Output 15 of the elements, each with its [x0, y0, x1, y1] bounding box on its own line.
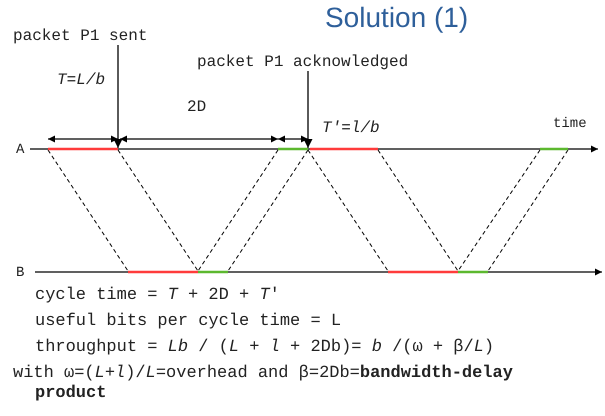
- leader-line: [113, 45, 123, 148]
- slide-title: Solution (1): [325, 2, 468, 34]
- axis-label: T′=l/b: [322, 118, 380, 138]
- formula-text: useful bits per cycle time = L: [35, 312, 342, 332]
- leader-line: [303, 71, 313, 148]
- axis-label: B: [16, 264, 24, 283]
- formula-text: with ω=(L+l)/L=overhead and β=2Db=bandwidth-delay product: [13, 364, 514, 404]
- formula-text: throughput = Lb / (L + l + 2Db)= b /(ω + β/L): [35, 338, 494, 358]
- axis-label: time: [553, 115, 587, 134]
- axis-label: 2D: [187, 97, 206, 117]
- annotation-text: packet P1 acknowledged: [197, 53, 408, 71]
- axis-label: T=L/b: [57, 70, 106, 90]
- annotation-text: packet P1 sent: [13, 27, 148, 45]
- axis-label: A: [16, 141, 24, 160]
- formula-text: cycle time = T + 2D + T′: [35, 286, 280, 306]
